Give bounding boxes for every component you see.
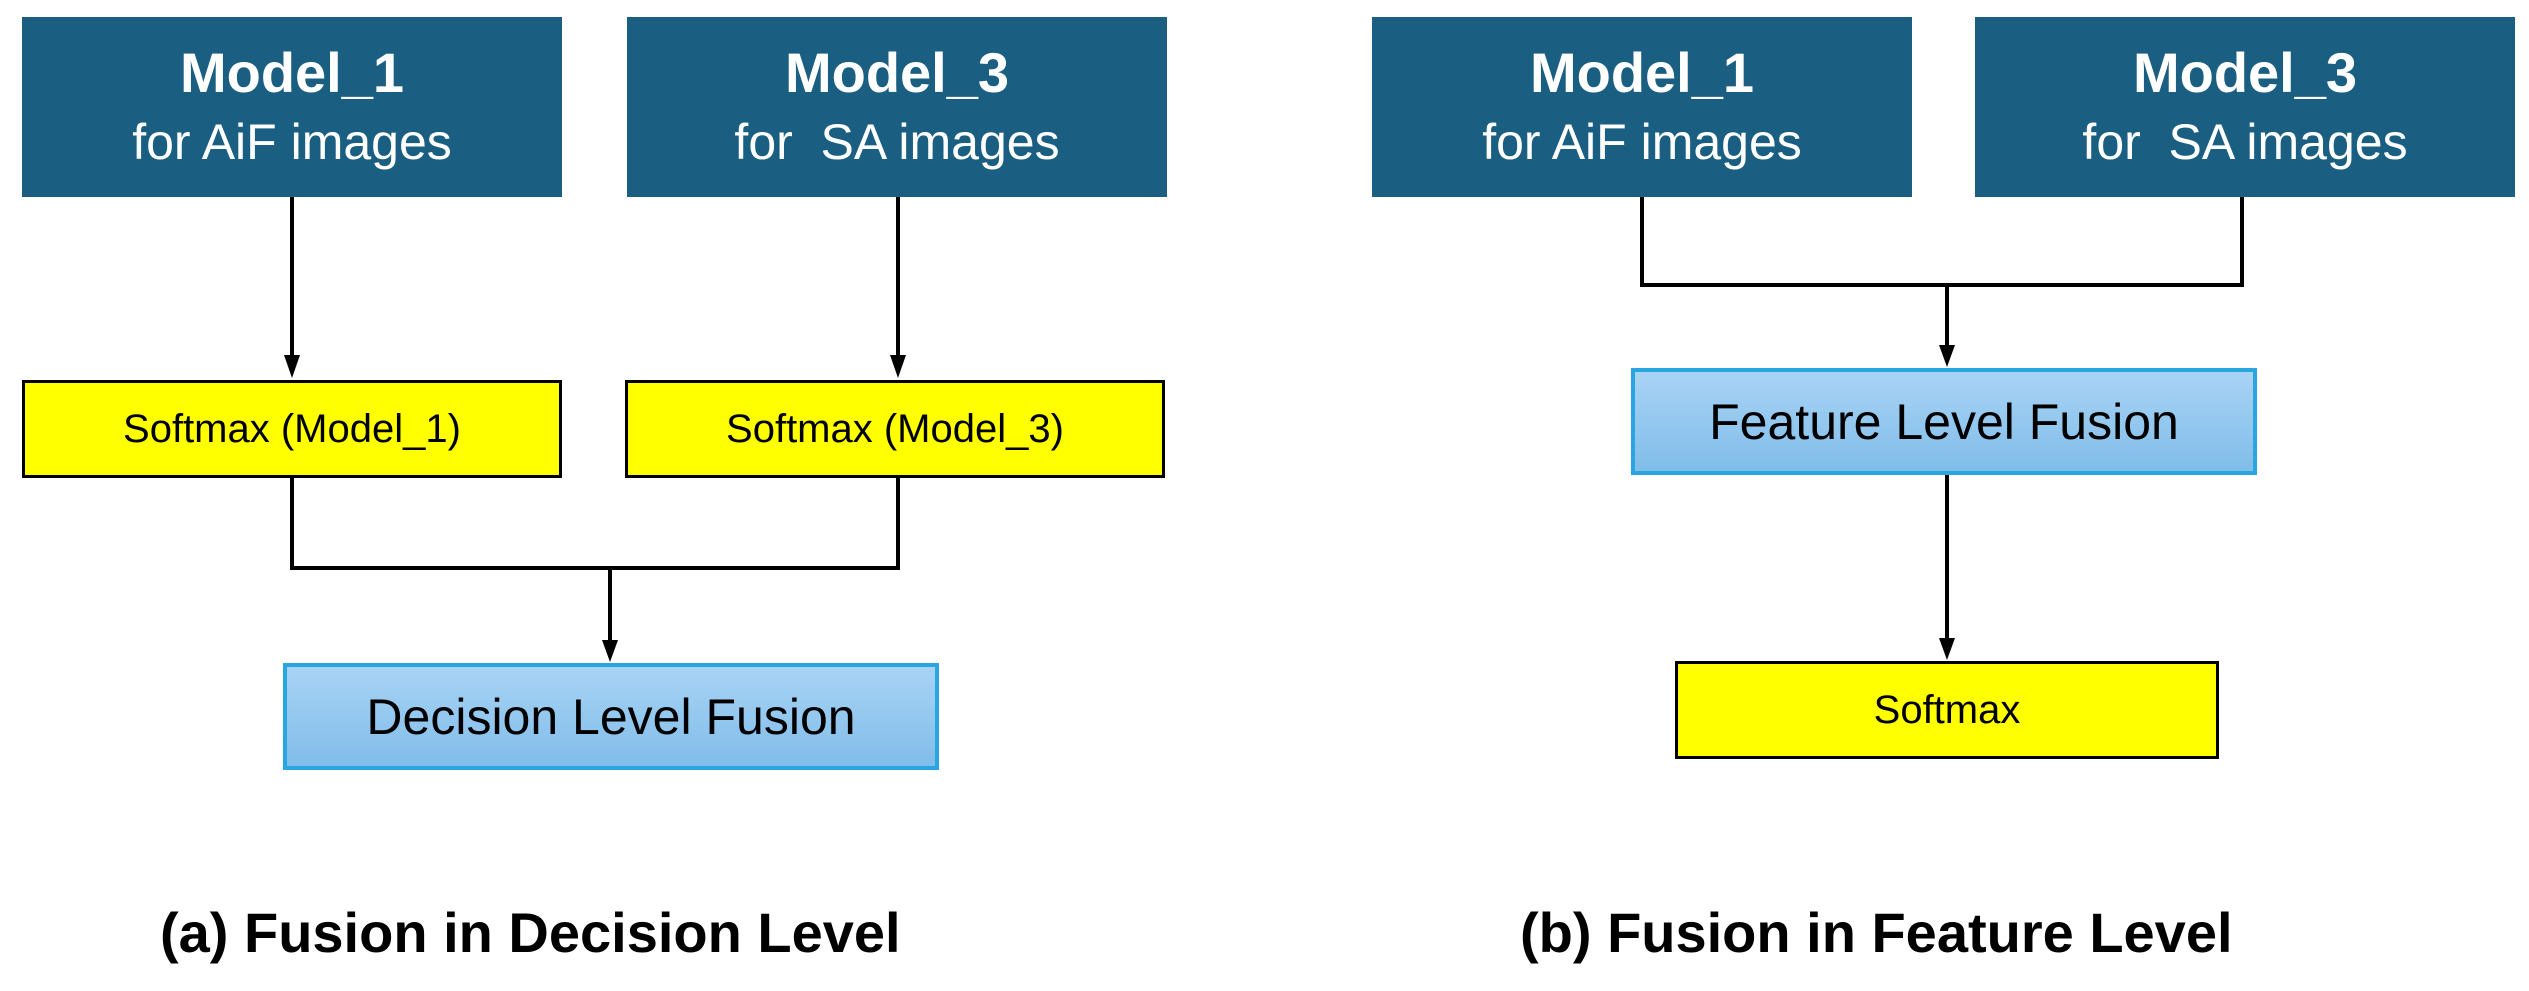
right-model-3-box: Model_3 for SA images (1975, 17, 2515, 197)
right-softmax-box: Softmax (1675, 661, 2219, 759)
model-description: for SA images (2082, 114, 2408, 170)
model-name: Model_1 (179, 41, 405, 104)
left-softmax-model-3-box: Softmax (Model_3) (625, 380, 1165, 478)
model-name: Model_3 (2132, 41, 2358, 104)
model-description: for AiF images (132, 114, 452, 170)
connector-models-merge (1640, 197, 2244, 287)
right-model-1-box: Model_1 for AiF images (1372, 17, 1912, 197)
model-name: Model_3 (784, 41, 1010, 104)
model-name: Model_1 (1529, 41, 1755, 104)
connector-softmax-merge (290, 478, 900, 570)
decision-level-fusion-box: Decision Level Fusion (283, 663, 939, 770)
left-softmax-model-1-box: Softmax (Model_1) (22, 380, 562, 478)
left-model-3-box: Model_3 for SA images (627, 17, 1167, 197)
caption-decision-level: (a) Fusion in Decision Level (160, 901, 901, 964)
caption-feature-level: (b) Fusion in Feature Level (1520, 901, 2233, 964)
model-description: for SA images (734, 114, 1060, 170)
left-model-1-box: Model_1 for AiF images (22, 17, 562, 197)
feature-level-fusion-box: Feature Level Fusion (1631, 368, 2257, 475)
model-description: for AiF images (1482, 114, 1802, 170)
